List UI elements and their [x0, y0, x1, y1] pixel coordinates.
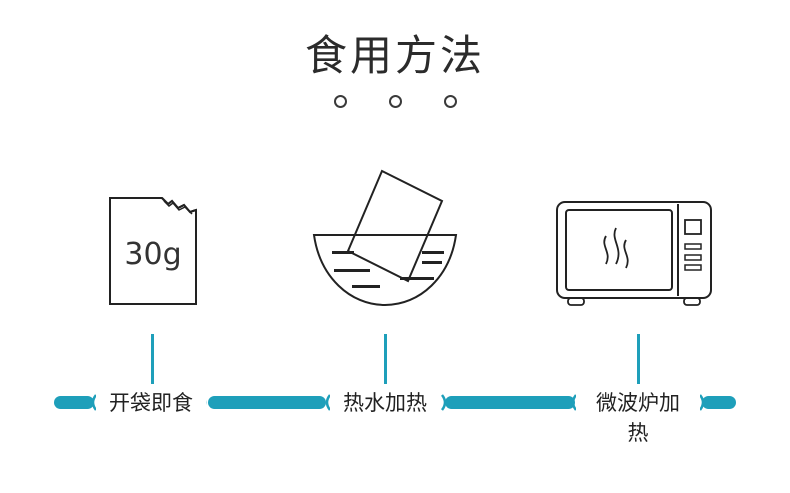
bracket-left-icon — [571, 394, 578, 411]
microwave-icon — [556, 201, 712, 306]
step-connector-line — [637, 334, 640, 384]
bracket-left-icon — [325, 394, 332, 411]
dot-icon — [334, 95, 347, 108]
step-label-microwave: 微波炉加热 — [576, 388, 700, 445]
bracket-right-icon — [440, 394, 447, 411]
bracket-left-icon — [91, 394, 98, 411]
step-connector-line — [151, 334, 154, 384]
timeline-bar — [445, 396, 575, 409]
packet-icon: 30g — [109, 197, 197, 305]
packet-weight-text: 30g — [124, 237, 181, 272]
page-title: 食用方法 — [304, 31, 485, 80]
step-connector-line — [384, 334, 387, 384]
step-label-hot-water: 热水加热 — [330, 388, 440, 418]
step-label-open-packet: 开袋即食 — [96, 388, 206, 418]
title-decoration-dots — [0, 95, 790, 109]
dot-icon — [444, 95, 457, 108]
hot-water-bowl-icon — [312, 169, 458, 307]
timeline-bar — [702, 396, 736, 409]
dot-icon — [389, 95, 402, 108]
bracket-right-icon — [698, 394, 705, 411]
timeline-bar — [208, 396, 326, 409]
timeline-bar — [54, 396, 94, 409]
